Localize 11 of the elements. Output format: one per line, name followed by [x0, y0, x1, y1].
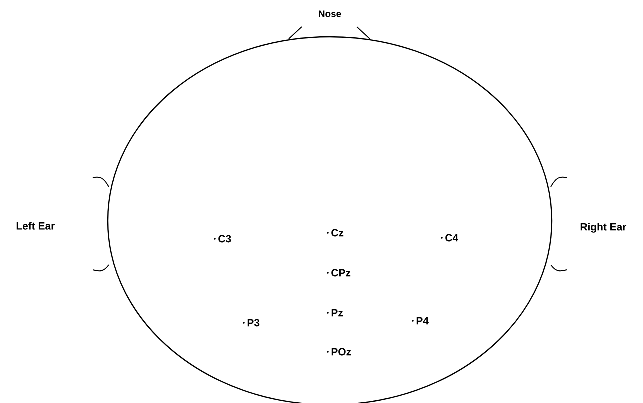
electrode-label: POz [327, 348, 352, 356]
nose-label: Nose [319, 10, 342, 18]
electrode-label: P3 [243, 319, 260, 327]
electrode-label: P4 [412, 317, 429, 325]
electrode-label: C3 [214, 235, 232, 243]
ear-label: Left Ear [16, 222, 55, 230]
electrode-label: Cz [327, 229, 344, 237]
ear-label: Right Ear [580, 223, 627, 233]
electrode-label: C4 [441, 234, 458, 242]
electrode-label: Pz [327, 309, 344, 317]
electrode-label: CPz [327, 269, 351, 277]
